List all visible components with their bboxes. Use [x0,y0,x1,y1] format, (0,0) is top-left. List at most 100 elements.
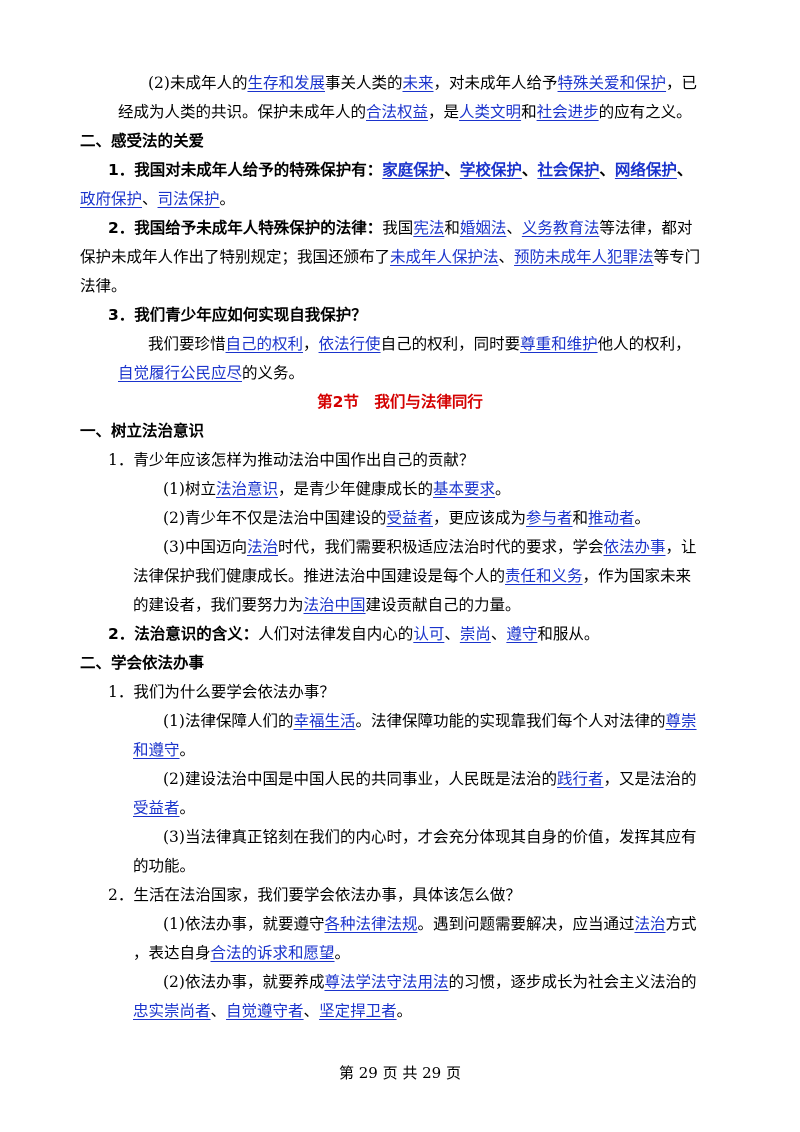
keyword: 义务教育法 [521,219,600,237]
text-segment: 。 [634,509,651,527]
text-segment: 和 [521,103,537,121]
keyword: 受益者 [133,799,180,817]
text-line: 法律保护我们健康成长。推进法治中国建设是每个人的责任和义务，作为国家未来 [133,564,691,588]
text-segment: (1)依法办事，就要遵守 [163,915,325,933]
keyword: 崇尚 [459,625,491,643]
text-line: 经成为人类的共识。保护未成年人的合法权益，是人类文明和社会进步的应有之义。 [118,100,692,124]
text-segment: 。法律保障功能的实现靠我们每个人对法律的 [355,712,666,730]
text-segment: 。 [179,799,196,817]
keyword: 预防未成年人犯罪法 [514,248,654,266]
text-segment: 。 [396,1002,413,1020]
text-segment: 、 [599,161,615,179]
text-segment: 法律保护我们健康成长。推进法治中国建设是每个人的 [133,567,506,585]
text-segment: (2)依法办事，就要养成 [163,973,325,991]
keyword: 司法保护 [157,190,220,208]
keyword: 坚定捍卫者 [319,1002,397,1020]
text-segment: ，是 [428,103,460,121]
keyword: 遵守 [506,625,538,643]
text-segment: 事关人类的 [324,74,403,92]
keyword: 未成年人保护法 [390,248,499,266]
text-segment: 保护未成年人作出了特别规定；我国还颁布了 [80,248,391,266]
keyword: 依法办事 [603,538,666,556]
text-line: 2．生活在法治国家，我们要学会依法办事，具体该怎么做？ [108,883,521,907]
keyword: 推动者 [588,509,635,527]
text-segment: 、 [490,625,507,643]
keyword: 自觉遵守者 [226,1002,304,1020]
text-segment: ，更应该成为 [432,509,526,527]
text-line: (2)建设法治中国是中国人民的共同事业，人民既是法治的践行者，又是法治的 [163,767,697,791]
text-line: 二、感受法的关爱 [80,129,204,153]
text-segment: 、 [142,190,158,208]
text-segment: 3．我们青少年应如何实现自我保护？ [108,306,367,324]
text-segment: 我们要珍惜 [148,335,226,353]
text-line: 1．我国对未成年人给予的特殊保护有：家庭保护、学校保护、社会保护、网络保护、 [108,158,692,182]
text-segment: 。 [219,190,236,208]
text-line: 我们要珍惜自己的权利，依法行使自己的权利，同时要尊重和维护他人的权利， [148,332,691,356]
text-line: (2)未成年人的生存和发展事关人类的未来，对未成年人给予特殊关爱和保护，已 [148,71,697,95]
text-line: 3．我们青少年应如何实现自我保护？ [108,303,367,327]
keyword: 依法行使 [318,335,381,353]
text-segment: 的习惯，逐步成长为社会主义法治的 [448,973,697,991]
keyword: 认可 [413,625,445,643]
keyword: 人类文明 [459,103,522,121]
question-label: 2．我国给予未成年人特殊保护的法律： [108,219,383,237]
text-segment: ，又是法治的 [603,770,697,788]
keyword: 社会保护 [537,161,600,179]
text-segment: (2)青少年不仅是法治中国建设的 [163,509,387,527]
text-line: 政府保护、司法保护。 [80,187,235,211]
keyword: 特殊关爱和保护 [557,74,667,92]
text-segment: 自己的权利，同时要 [380,335,521,353]
text-segment: (1)树立 [163,480,216,498]
text-segment: 、 [210,1002,227,1020]
text-line: (2)青少年不仅是法治中国建设的受益者，更应该成为参与者和推动者。 [163,506,650,530]
text-segment: (1)法律保障人们的 [163,712,294,730]
keyword: 尊重和维护 [520,335,598,353]
text-line: 和遵守。 [133,738,195,762]
text-segment: 经成为人类的共识。保护未成年人的 [118,103,367,121]
keyword: 法治中国 [303,596,366,614]
keyword: 法治 [246,538,278,556]
text-segment: 我国 [382,219,414,237]
text-segment: (3)当法律真正铭刻在我们的内心时，才会充分体现其自身的价值，发挥其应有 [163,828,697,846]
text-segment: 和 [444,219,460,237]
keyword: 责任和义务 [505,567,583,585]
keyword: 合法的诉求和愿望 [210,944,335,962]
text-segment: 1．我国对未成年人给予的特殊保护有： [108,161,383,179]
text-segment: 、 [303,1002,320,1020]
text-segment: ，已 [666,74,698,92]
keyword: 社会进步 [536,103,599,121]
text-segment: 。 [179,741,196,759]
text-segment: 。 [334,944,351,962]
keyword: 自己的权利 [225,335,304,353]
keyword: 践行者 [556,770,604,788]
text-line: 自觉履行公民应尽的义务。 [118,361,304,385]
text-line: ，表达自身合法的诉求和愿望。 [133,941,350,965]
page-footer: 第 29 页 共 29 页 [338,1064,461,1082]
section-title: 第2节 我们与法律同行 [317,393,483,411]
question-label: 2．法治意识的含义： [108,625,259,643]
text-segment: 法律。 [80,277,127,295]
text-segment: ，让 [665,538,697,556]
text-line: 1．我们为什么要学会依法办事？ [108,680,335,704]
text-line: 保护未成年人作出了特别规定；我国还颁布了未成年人保护法、预防未成年人犯罪法等专门 [80,245,700,269]
text-segment: 、 [506,219,522,237]
text-line: (2)依法办事，就要养成尊法学法守法用法的习惯，逐步成长为社会主义法治的 [163,970,697,994]
text-line: 的建设者，我们要努力为法治中国建设贡献自己的力量。 [133,593,521,617]
text-line: 1．青少年应该怎样为推动法治中国作出自己的贡献？ [108,448,474,472]
text-line: 受益者。 [133,796,195,820]
text-segment: (3)中国迈向 [163,538,247,556]
text-segment: 、 [498,248,515,266]
text-segment: (2)建设法治中国是中国人民的共同事业，人民既是法治的 [163,770,557,788]
text-segment: 时代，我们需要积极适应法治时代的要求，学会 [277,538,604,556]
keyword: 宪法 [413,219,445,237]
text-segment: 二、感受法的关爱 [80,132,205,150]
text-line: 忠实崇尚者、自觉遵守者、坚定捍卫者。 [133,999,412,1023]
text-segment: 1．我们为什么要学会依法办事？ [108,683,335,701]
text-segment: ，对未成年人给予 [433,74,558,92]
text-segment: 他人的权利， [597,335,691,353]
text-segment: 的应有之义。 [598,103,692,121]
keyword: 尊法学法守法用法 [324,973,449,991]
text-segment: 一、树立法治意识 [80,422,205,440]
text-segment: 的建设者，我们要努力为 [133,596,304,614]
